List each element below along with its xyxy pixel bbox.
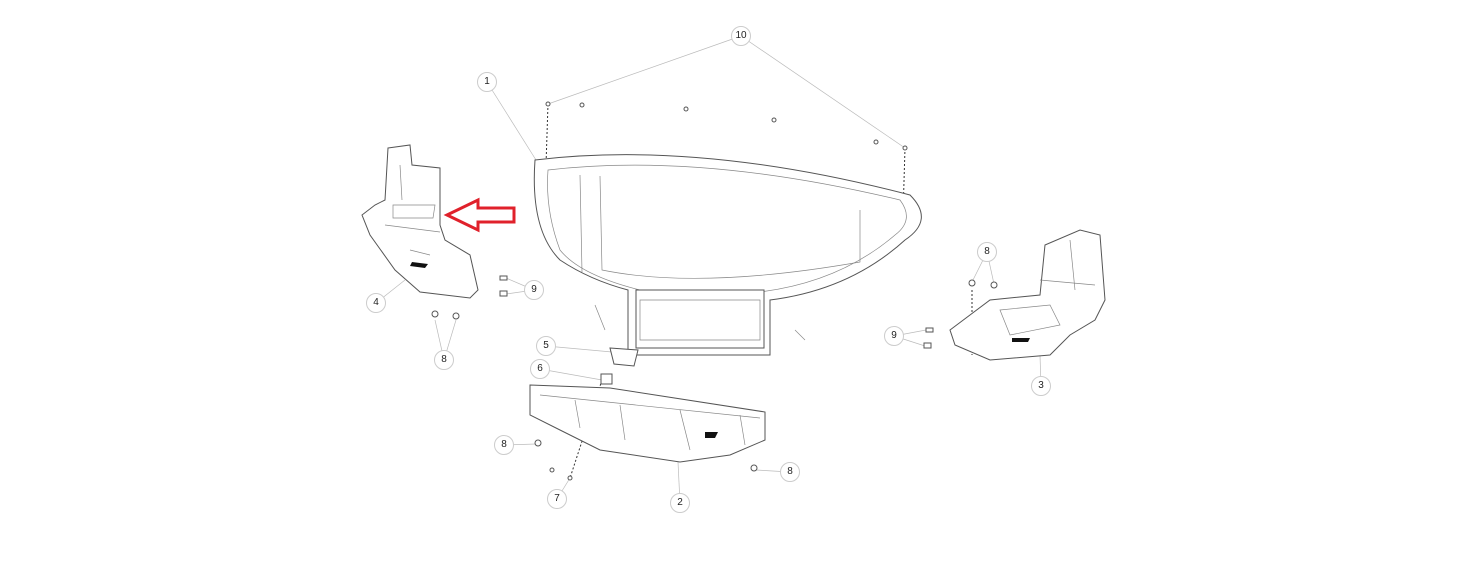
callout-8: 8 xyxy=(780,462,800,482)
part-5-clip xyxy=(609,347,639,367)
part-10-nuts xyxy=(545,101,908,151)
part-2-lower-bracket xyxy=(529,384,766,463)
callout-4: 4 xyxy=(366,293,386,313)
callout-3: 3 xyxy=(1031,376,1051,396)
callout-8: 8 xyxy=(434,350,454,370)
callout-6: 6 xyxy=(530,359,550,379)
part-6-nut xyxy=(600,373,613,385)
part-4-left-bracket xyxy=(361,144,479,299)
callout-8: 8 xyxy=(494,435,514,455)
callout-8: 8 xyxy=(977,242,997,262)
callout-1: 1 xyxy=(477,72,497,92)
callout-9: 9 xyxy=(524,280,544,300)
part-1-frame xyxy=(533,154,922,356)
arrow-left-icon xyxy=(443,197,516,233)
callout-5: 5 xyxy=(536,336,556,356)
part-3-right-bracket xyxy=(949,229,1106,361)
fasteners xyxy=(431,275,998,481)
callout-7: 7 xyxy=(547,489,567,509)
callout-10: 10 xyxy=(731,26,751,46)
callout-9: 9 xyxy=(884,326,904,346)
callout-2: 2 xyxy=(670,493,690,513)
